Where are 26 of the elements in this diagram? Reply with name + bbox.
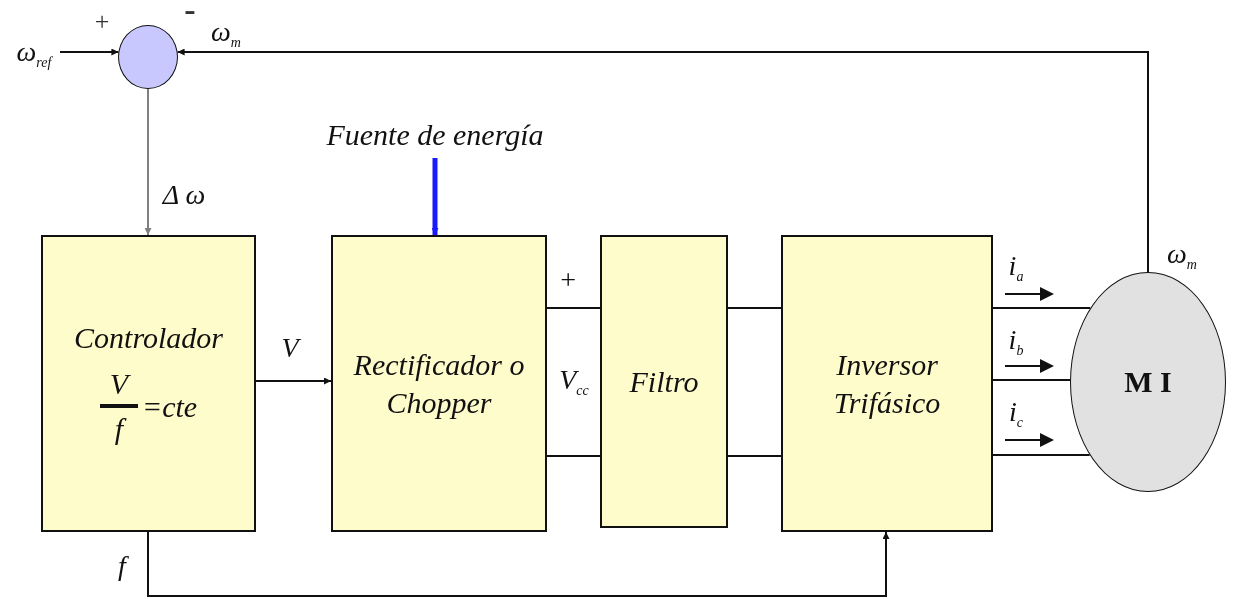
- block-text: Controlador: [73, 320, 224, 357]
- connector-line: [992, 379, 1071, 381]
- block-text: M I: [1123, 364, 1173, 401]
- connector-line: [727, 455, 782, 457]
- block-text: Inversor Trifásico: [832, 347, 942, 421]
- arrow: [176, 48, 1149, 273]
- sign-label: -: [184, 0, 196, 27]
- process-block: [331, 235, 547, 532]
- connector-line: [992, 454, 1091, 456]
- block-text: Fuente de energía: [325, 118, 545, 152]
- connector-line: [546, 307, 601, 309]
- block-text: Filtro: [628, 363, 700, 400]
- sign-label: +: [94, 9, 110, 35]
- process-block: [41, 235, 256, 532]
- arrow: [59, 48, 120, 56]
- process-block: [600, 235, 728, 528]
- connector-line: [727, 307, 782, 309]
- connector-line: [546, 455, 601, 457]
- process-block: [781, 235, 993, 532]
- arrow: [431, 158, 439, 235]
- arrow: [144, 88, 152, 236]
- connector-line: [992, 307, 1092, 309]
- arrow: [147, 531, 890, 597]
- summing-junction: [118, 25, 178, 89]
- block-text: Rectificador o Chopper: [352, 347, 526, 421]
- arrow: [255, 377, 332, 385]
